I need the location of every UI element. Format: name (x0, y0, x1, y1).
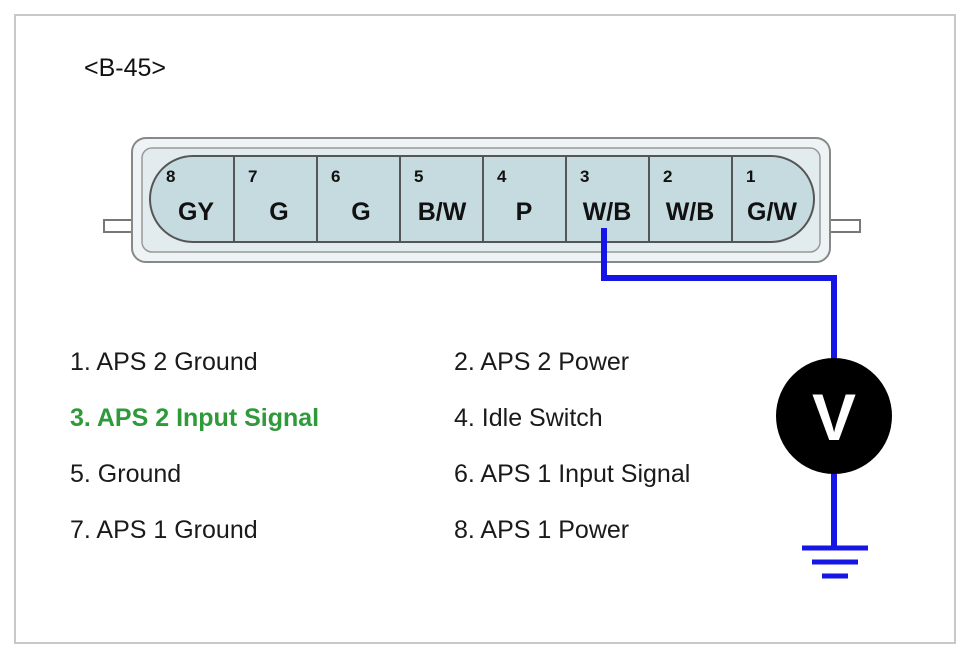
legend-item: 1. APS 2 Ground (70, 348, 258, 376)
pin-color: W/B (583, 198, 632, 226)
pin-color: G (351, 198, 370, 226)
diagram-frame (14, 14, 956, 644)
pin-number: 1 (746, 167, 755, 186)
pin-number: 5 (414, 167, 423, 186)
pin-color: G (269, 198, 288, 226)
pin-color: GY (178, 198, 214, 226)
legend-item: 4. Idle Switch (454, 404, 603, 432)
pin-color: W/B (666, 198, 715, 226)
pin-number: 6 (331, 167, 340, 186)
legend-item: 2. APS 2 Power (454, 348, 630, 376)
pin-color: G/W (747, 198, 797, 226)
pin-number: 7 (248, 167, 257, 186)
pin-color: B/W (418, 198, 467, 226)
legend-item: 8. APS 1 Power (454, 516, 630, 544)
connector-id: <B-45> (84, 54, 167, 82)
probe-wire-top (601, 228, 837, 362)
pin-number: 3 (580, 167, 589, 186)
pin-number: 4 (497, 167, 507, 186)
legend-item-highlighted: 3. APS 2 Input Signal (70, 404, 320, 432)
voltmeter-icon (776, 358, 892, 474)
pin-number: 2 (663, 167, 672, 186)
legend-item: 6. APS 1 Input Signal (454, 460, 691, 488)
pin-number: 8 (166, 167, 175, 186)
pin-dividers (233, 157, 733, 241)
legend-item: 7. APS 1 Ground (70, 516, 258, 544)
ground-icon (802, 545, 868, 579)
pin-color: P (516, 198, 533, 226)
connector-right-tab (825, 219, 861, 233)
voltmeter-label: V (812, 380, 856, 454)
legend-item: 5. Ground (70, 460, 182, 488)
